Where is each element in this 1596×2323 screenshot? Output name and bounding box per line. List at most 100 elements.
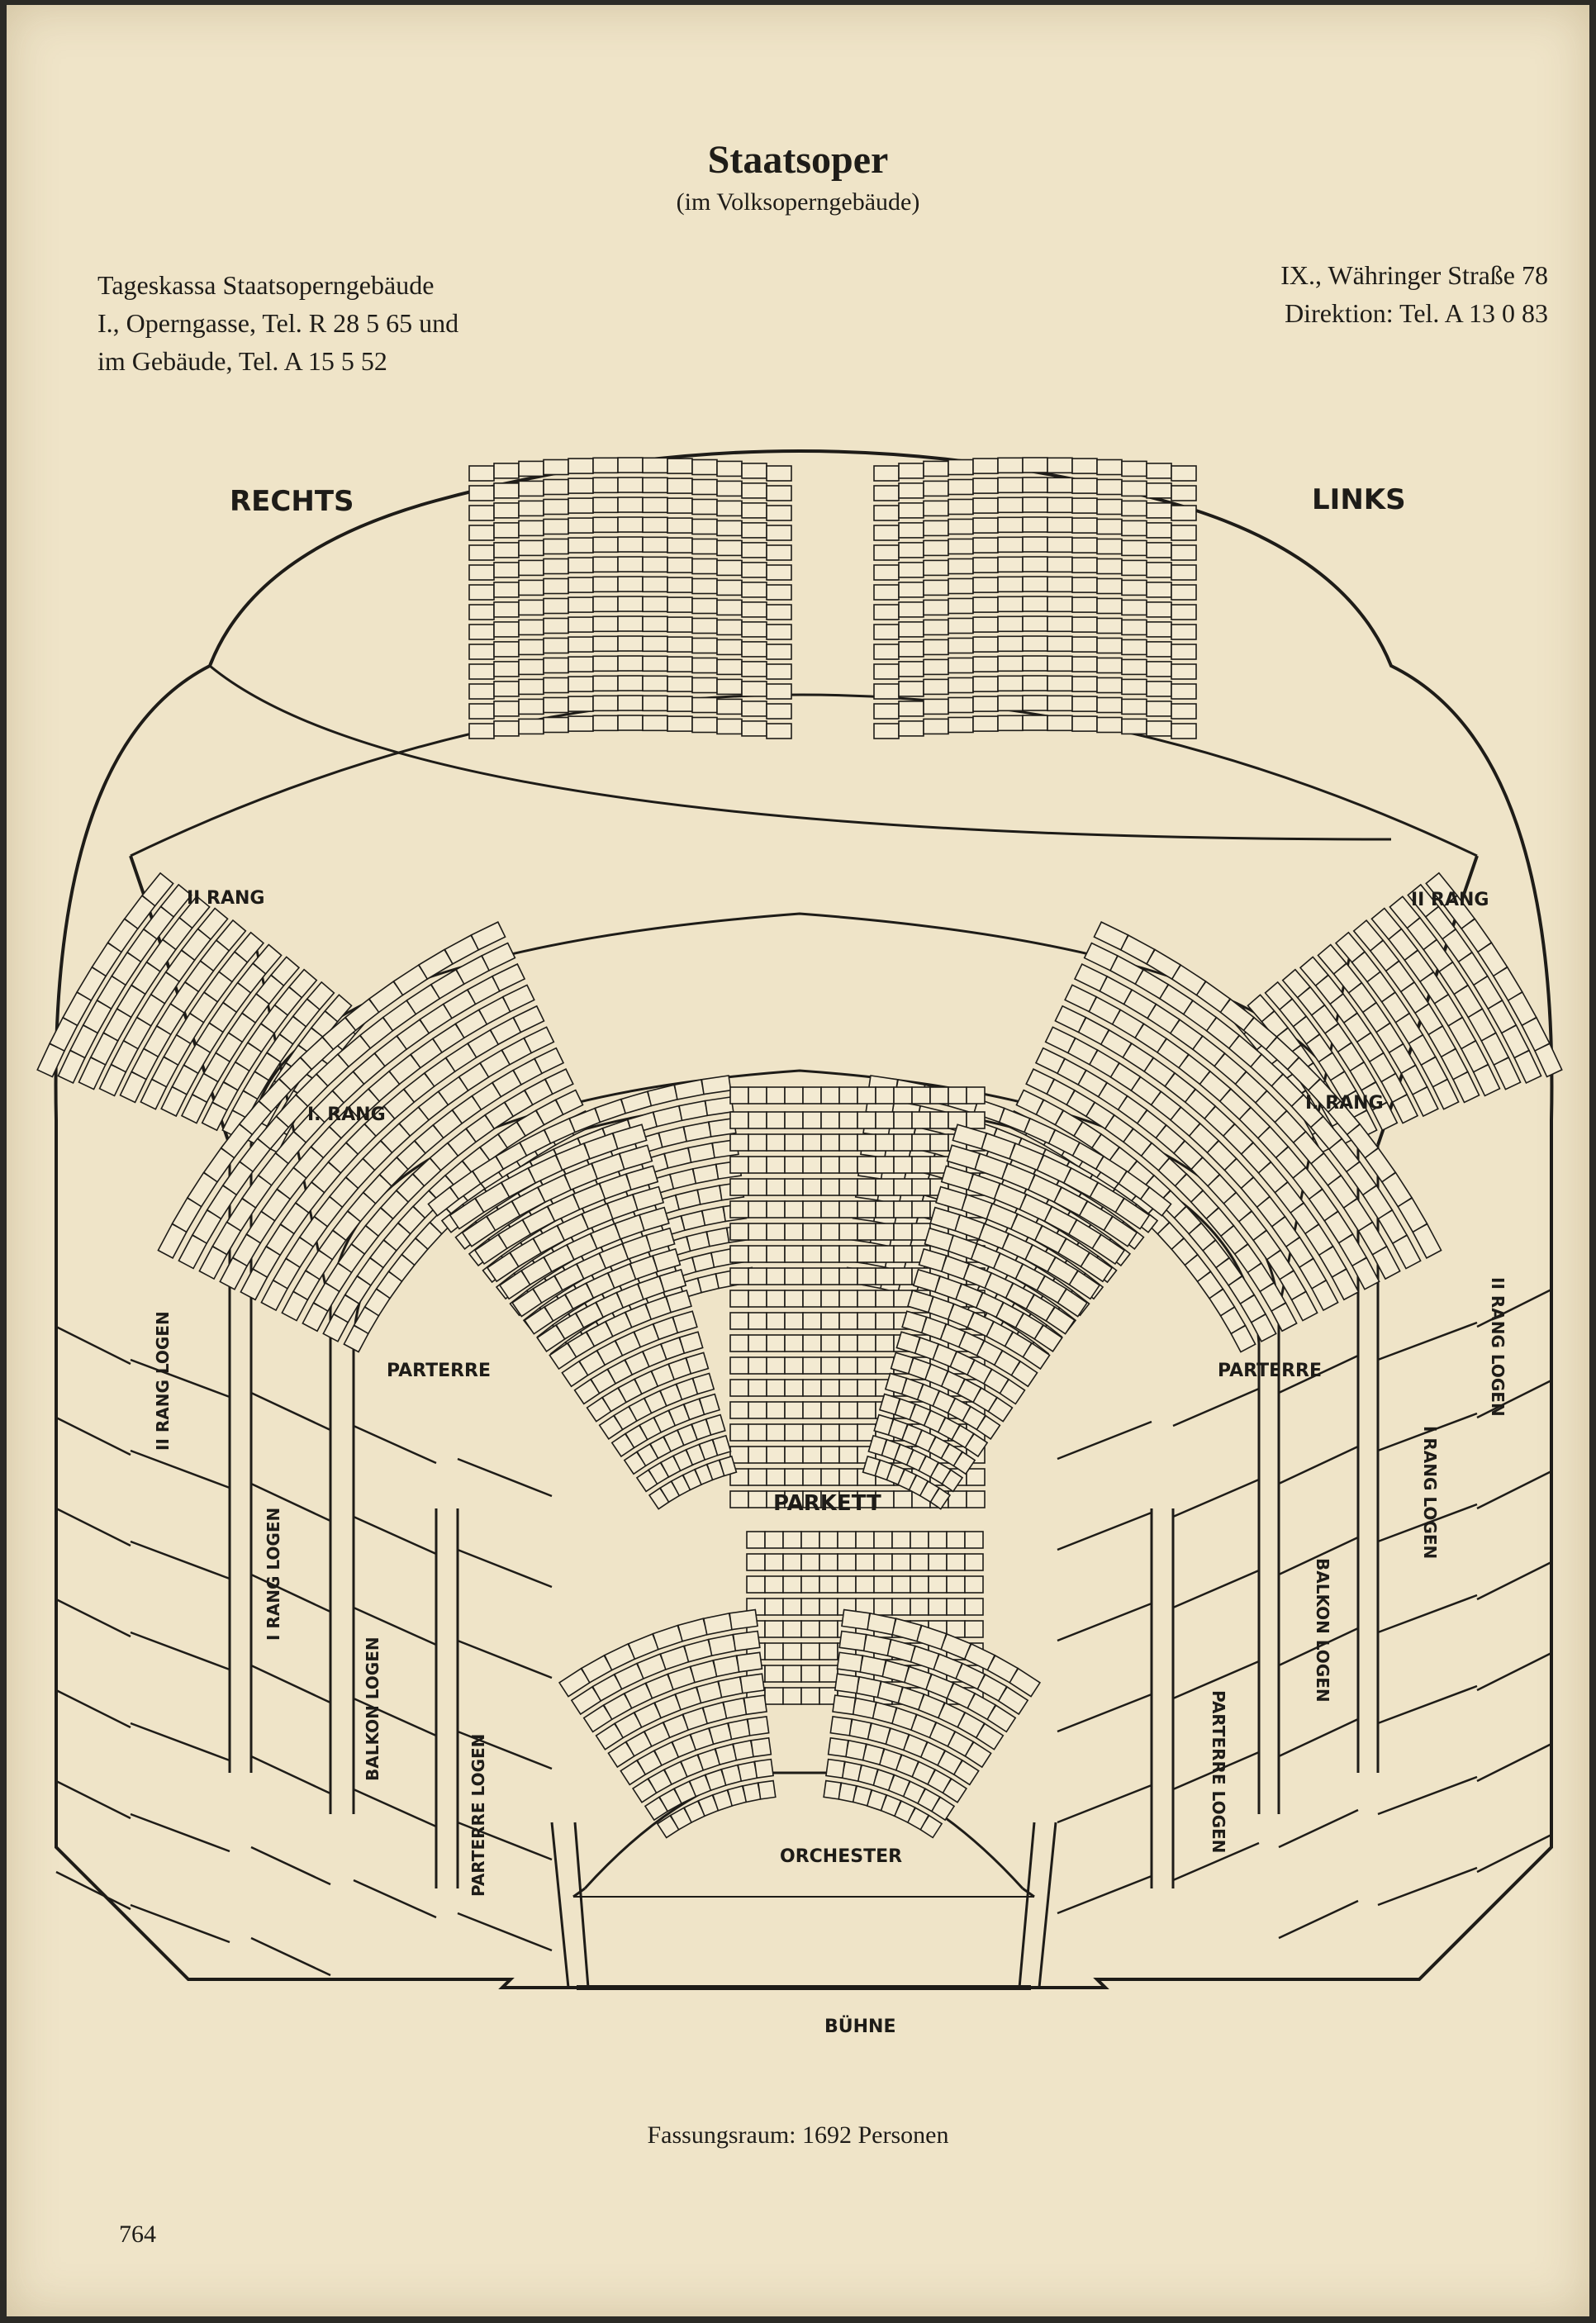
seat bbox=[1171, 723, 1197, 739]
seat bbox=[873, 525, 900, 541]
seat bbox=[729, 1290, 749, 1308]
seat bbox=[948, 538, 974, 555]
seat bbox=[1146, 720, 1172, 737]
seat bbox=[766, 544, 792, 561]
seat-row bbox=[746, 1598, 984, 1616]
box-divider bbox=[1476, 1742, 1552, 1783]
seat bbox=[1171, 544, 1197, 561]
seat bbox=[911, 1111, 931, 1129]
seat bbox=[782, 1598, 802, 1616]
seat bbox=[1146, 681, 1172, 697]
seat bbox=[1146, 582, 1172, 598]
seat bbox=[568, 696, 594, 712]
seat bbox=[766, 1133, 786, 1152]
seat bbox=[686, 1231, 711, 1252]
seat bbox=[1096, 696, 1123, 714]
seat bbox=[493, 641, 520, 658]
seat bbox=[802, 1200, 822, 1219]
seat bbox=[741, 601, 767, 618]
seat bbox=[642, 477, 668, 494]
seat-row bbox=[873, 615, 1197, 640]
seat bbox=[568, 458, 594, 474]
seat bbox=[748, 1223, 767, 1241]
seat bbox=[468, 723, 495, 739]
seat bbox=[707, 1633, 737, 1657]
seat bbox=[691, 1163, 720, 1185]
seat bbox=[838, 1086, 858, 1104]
box-divider bbox=[1476, 1379, 1552, 1419]
seat bbox=[1121, 579, 1147, 596]
seat-row bbox=[940, 1165, 1126, 1266]
seat bbox=[802, 1156, 822, 1174]
seat bbox=[875, 1200, 895, 1219]
seat bbox=[802, 1356, 822, 1375]
seat bbox=[898, 542, 924, 558]
seat bbox=[667, 577, 693, 593]
seat bbox=[1299, 956, 1329, 987]
seat bbox=[748, 1334, 767, 1352]
seat bbox=[667, 537, 693, 553]
seat bbox=[617, 675, 644, 691]
seat bbox=[1096, 518, 1123, 535]
seat bbox=[838, 1290, 858, 1308]
seat bbox=[893, 1086, 913, 1104]
seat bbox=[766, 1468, 786, 1486]
seat bbox=[270, 956, 301, 987]
box-divider bbox=[353, 1697, 437, 1737]
seat-row bbox=[302, 1068, 574, 1333]
seat bbox=[946, 1598, 966, 1616]
seat bbox=[873, 624, 900, 640]
seat bbox=[893, 1267, 913, 1285]
seat bbox=[873, 723, 900, 739]
seat bbox=[617, 556, 644, 572]
seat bbox=[764, 1642, 784, 1660]
box-divider bbox=[457, 1548, 553, 1589]
seat bbox=[468, 703, 495, 720]
seat bbox=[748, 1111, 767, 1129]
seat bbox=[948, 677, 974, 694]
seat bbox=[802, 1290, 822, 1308]
seat bbox=[923, 480, 949, 497]
page-subtitle: (im Volksoperngebäude) bbox=[676, 188, 920, 216]
seat bbox=[857, 1379, 876, 1397]
seat bbox=[667, 477, 693, 494]
seat bbox=[716, 718, 743, 735]
seat bbox=[782, 1642, 802, 1660]
seat bbox=[898, 681, 924, 697]
seat bbox=[1121, 619, 1147, 636]
seat bbox=[1281, 968, 1312, 999]
label-rang2-logen-left: II RANG LOGEN bbox=[153, 1311, 173, 1451]
seating-plan: RECHTS LINKS II RANG II RANG I. RANG I. … bbox=[36, 449, 1563, 2037]
seat bbox=[748, 1401, 767, 1419]
seat bbox=[667, 557, 693, 573]
seat bbox=[948, 617, 974, 634]
seat bbox=[493, 542, 520, 558]
seat bbox=[493, 621, 520, 638]
seat bbox=[766, 1356, 786, 1375]
seat bbox=[1015, 1089, 1045, 1116]
seat bbox=[1264, 981, 1294, 1011]
seat bbox=[923, 619, 949, 636]
seat bbox=[838, 1468, 858, 1486]
seat bbox=[764, 1620, 784, 1638]
seat bbox=[1146, 601, 1172, 618]
seat bbox=[493, 701, 520, 717]
seat-row bbox=[607, 1694, 767, 1769]
seat bbox=[891, 1575, 911, 1594]
seat-row bbox=[829, 1716, 980, 1786]
seat bbox=[802, 1468, 822, 1486]
seat-row bbox=[524, 1247, 682, 1335]
label-parkett: PARKETT bbox=[773, 1491, 881, 1516]
seat bbox=[741, 542, 767, 558]
seat bbox=[838, 1356, 858, 1375]
seat bbox=[667, 517, 693, 534]
seat bbox=[820, 1312, 840, 1330]
seat-row bbox=[558, 1608, 758, 1698]
seat-row bbox=[160, 943, 283, 1118]
seat bbox=[766, 683, 792, 700]
seat bbox=[748, 1312, 767, 1330]
seat-row bbox=[631, 1736, 772, 1803]
seat bbox=[784, 1086, 804, 1104]
box-divider bbox=[1377, 1503, 1478, 1543]
seat bbox=[923, 678, 949, 696]
